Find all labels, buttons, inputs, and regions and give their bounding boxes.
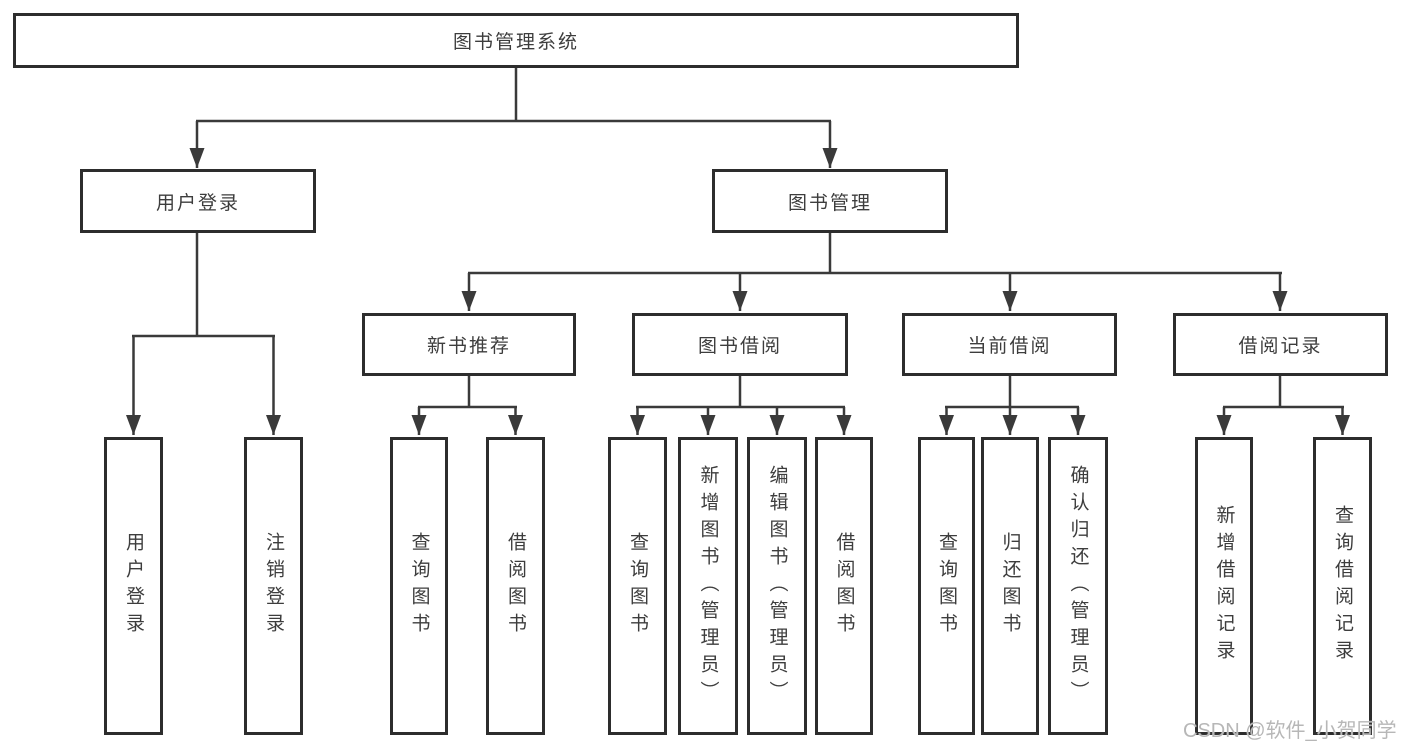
leaf-bb-edit-books-admin-label: 编辑图书（管理员） [766, 464, 788, 708]
leaf-bb-add-books-admin-label: 新增图书（管理员） [697, 464, 719, 708]
node-current-borrowing-label: 当前借阅 [967, 336, 1052, 357]
leaf-rc-query-record: 查询借阅记录 [1313, 437, 1372, 735]
node-book-borrowing: 图书借阅 [632, 313, 848, 376]
leaf-user-login-label: 用户登录 [123, 532, 144, 640]
node-book-management-label: 图书管理 [787, 192, 872, 214]
leaf-bb-query-books: 查询图书 [608, 437, 667, 735]
node-new-book-recommend: 新书推荐 [362, 313, 576, 376]
leaf-user-login: 用户登录 [104, 437, 163, 735]
connector-book-mgmt [468, 233, 1282, 275]
node-current-borrowing: 当前借阅 [902, 313, 1117, 376]
node-root: 图书管理系统 [13, 13, 1019, 68]
connector-new-books [418, 376, 517, 409]
leaf-cb-query-books-label: 查询图书 [936, 532, 957, 640]
node-book-management: 图书管理 [712, 169, 948, 233]
node-user-login: 用户登录 [80, 169, 316, 233]
leaf-cb-return-books-label: 归还图书 [999, 532, 1021, 640]
leaf-bb-edit-books-admin: 编辑图书（管理员） [747, 437, 807, 735]
leaf-logout-label: 注销登录 [263, 532, 284, 640]
leaf-bb-borrow-books-label: 借阅图书 [833, 532, 855, 640]
leaf-cb-confirm-return-admin: 确认归还（管理员） [1048, 437, 1108, 735]
connector-root [196, 68, 831, 123]
leaf-nb-borrow-books-label: 借阅图书 [505, 532, 526, 640]
leaf-rc-add-record: 新增借阅记录 [1195, 437, 1253, 735]
connector-current [945, 376, 1079, 409]
node-borrowing-records-label: 借阅记录 [1238, 336, 1323, 357]
leaf-logout: 注销登录 [244, 437, 303, 735]
node-new-book-recommend-label: 新书推荐 [426, 336, 511, 357]
node-root-label: 图书管理系统 [452, 32, 579, 53]
leaf-cb-return-books: 归还图书 [981, 437, 1039, 735]
leaf-cb-confirm-return-admin-label: 确认归还（管理员） [1067, 464, 1089, 708]
leaf-bb-borrow-books: 借阅图书 [815, 437, 873, 735]
connector-user-login [132, 233, 275, 338]
connector-borrowing [636, 376, 845, 409]
leaf-nb-borrow-books: 借阅图书 [486, 437, 545, 735]
leaf-cb-query-books: 查询图书 [918, 437, 975, 735]
leaf-nb-query-books: 查询图书 [390, 437, 448, 735]
node-borrowing-records: 借阅记录 [1173, 313, 1388, 376]
leaf-bb-add-books-admin: 新增图书（管理员） [678, 437, 738, 735]
leaf-rc-add-record-label: 新增借阅记录 [1213, 505, 1235, 667]
node-book-borrowing-label: 图书借阅 [697, 336, 782, 357]
leaf-rc-query-record-label: 查询借阅记录 [1332, 505, 1353, 667]
leaf-nb-query-books-label: 查询图书 [408, 532, 430, 640]
leaf-bb-query-books-label: 查询图书 [627, 532, 648, 640]
node-user-login-label: 用户登录 [155, 192, 240, 214]
connector-records [1223, 376, 1344, 409]
csdn-watermark: CSDN @软件_小贺同学 [1183, 720, 1397, 742]
